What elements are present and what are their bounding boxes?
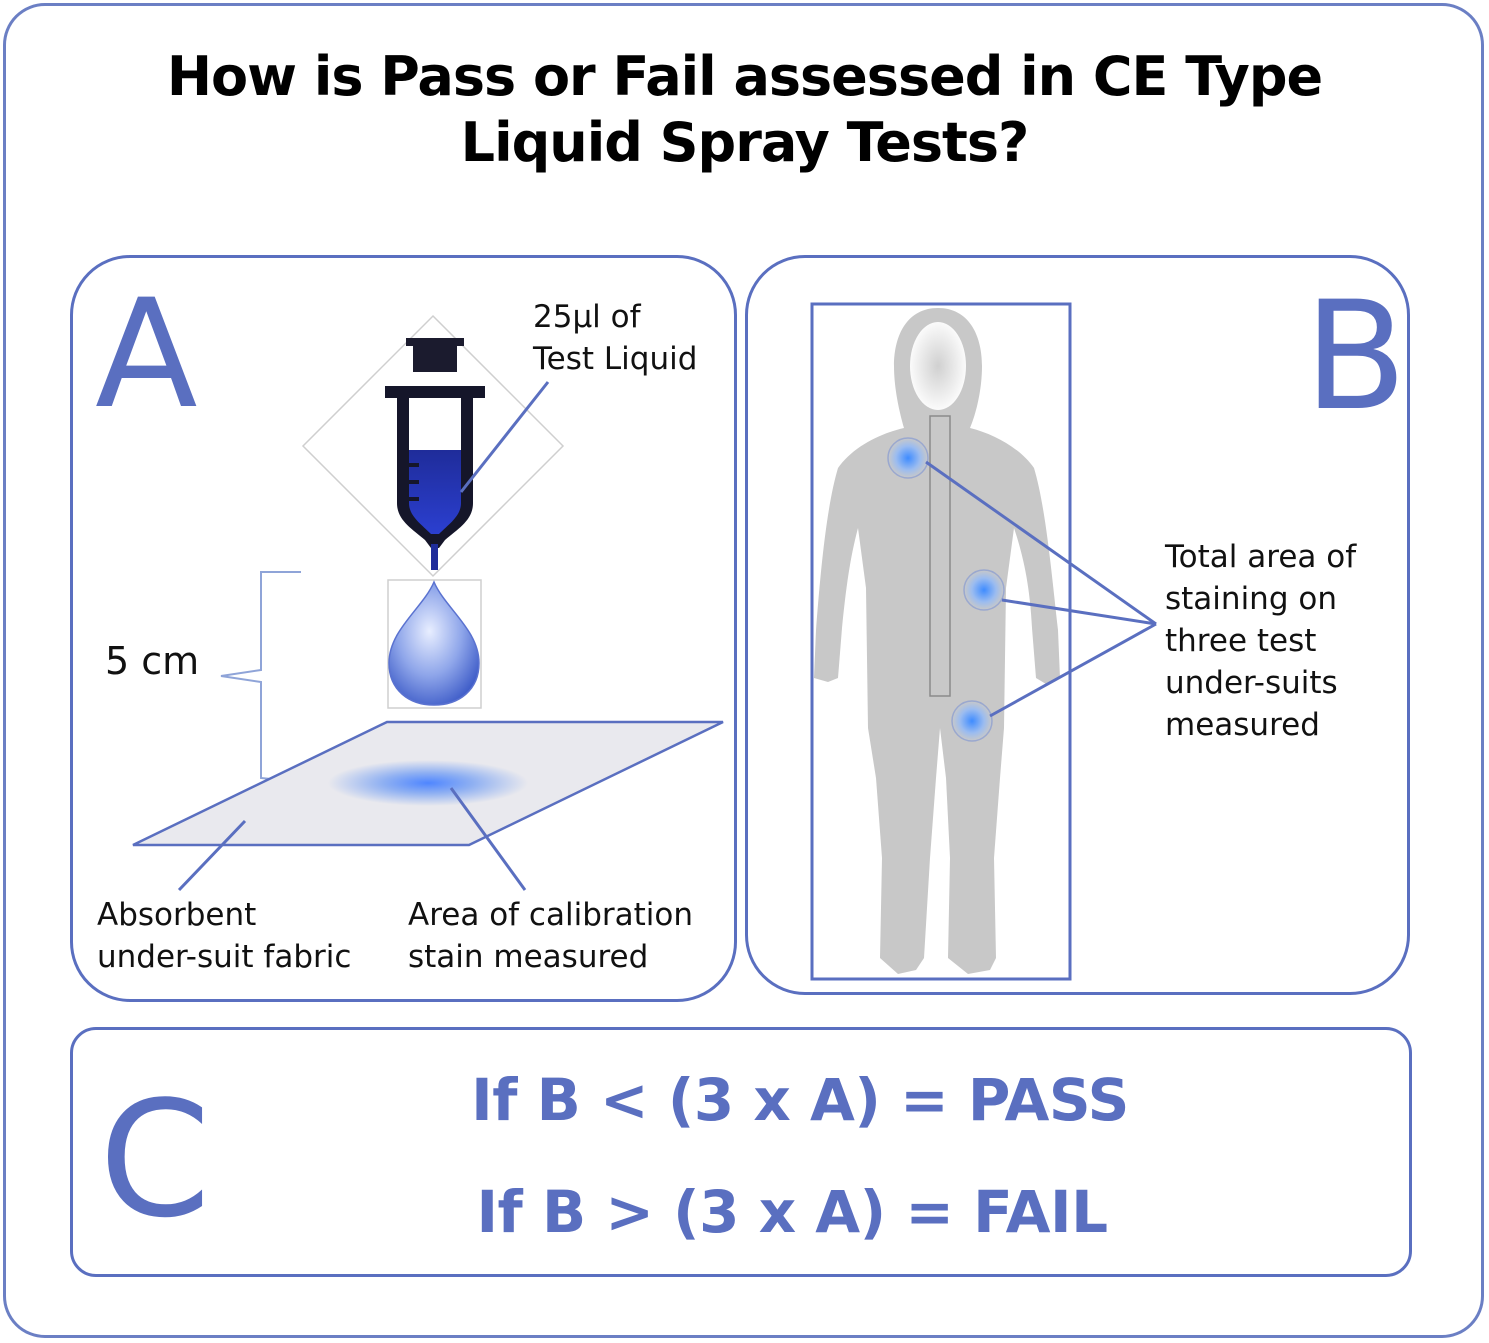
distance-bracket [220, 571, 302, 783]
suit-label-line-4: under-suits [1165, 665, 1338, 701]
suit-label-line-3: three test [1165, 623, 1317, 659]
suit-label-line-5: measured [1165, 707, 1320, 743]
syringe-leader-line [459, 381, 550, 493]
stain-spot-thigh [951, 700, 993, 742]
panel-a-calibration: A [70, 255, 737, 1002]
fabric-label-line-2: under-suit fabric [97, 939, 352, 975]
syringe-label-line-1: 25µl of [533, 299, 641, 335]
outer-frame [3, 3, 1484, 1338]
fabric-label-line-1: Absorbent [97, 897, 257, 933]
fabric-label: Absorbent under-suit fabric [97, 894, 351, 978]
panel-b-illustration [810, 302, 1157, 981]
coverall-suit-icon [814, 308, 1060, 974]
panel-b-suit-test: B [745, 255, 1410, 995]
panel-a-letter: A [95, 268, 198, 442]
stain-leader-line [449, 787, 527, 891]
pass-rule: If B < (3 x A) = PASS [471, 1066, 1129, 1134]
droplet-icon [387, 579, 482, 709]
stain-spots [887, 437, 1005, 742]
title-line-2: Liquid Spray Tests? [460, 111, 1030, 174]
panel-c-result-rule: C If B < (3 x A) = PASS If B > (3 x A) =… [70, 1027, 1412, 1277]
stain-label-line-1: Area of calibration [408, 897, 693, 933]
stain-label-line-2: stain measured [408, 939, 649, 975]
suit-frame [810, 302, 1072, 981]
syringe-label: 25µl of Test Liquid [533, 296, 697, 380]
syringe-label-line-2: Test Liquid [533, 341, 698, 377]
suit-leader-lines [925, 460, 1157, 718]
title-line-1: How is Pass or Fail assessed in CE Type [166, 45, 1323, 108]
fail-rule: If B > (3 x A) = FAIL [476, 1178, 1108, 1246]
stain-label: Area of calibration stain measured [408, 894, 693, 978]
calibration-stain [328, 760, 528, 806]
distance-label: 5 cm [105, 639, 200, 683]
syringe-icon [301, 314, 565, 578]
suit-label: Total area of staining on three test und… [1165, 536, 1356, 746]
stain-spot-chest [887, 437, 929, 479]
suit-label-line-1: Total area of [1165, 539, 1357, 575]
stain-spot-waist [963, 569, 1005, 611]
panel-b-letter: B [1304, 270, 1407, 444]
panel-a-illustration [132, 314, 724, 892]
fabric-leader-line [177, 819, 247, 892]
suit-label-line-2: staining on [1165, 581, 1337, 617]
page-title: How is Pass or Fail assessed in CE Type … [0, 44, 1489, 176]
panel-c-letter: C [99, 1066, 211, 1253]
fabric-sheet [132, 720, 724, 847]
